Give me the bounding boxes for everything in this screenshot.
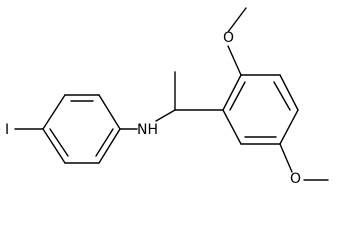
dimethoxyphenyl-ring (222, 74, 299, 145)
double-bond (49, 128, 69, 157)
bond (42, 94, 66, 130)
iodine-label: I (5, 122, 9, 138)
bond (222, 109, 242, 145)
molecule-structure: I NH O O (5, 7, 329, 184)
double-bond (229, 81, 246, 111)
oxygen-top-label: O (223, 30, 234, 46)
iodophenyl-ring (42, 94, 121, 164)
methoxy-top-methyl (227, 7, 247, 33)
methoxy-bottom-bond (279, 143, 293, 173)
bond (42, 128, 66, 164)
bond (98, 128, 121, 164)
oxygen-bottom-label: O (290, 171, 301, 184)
bond (279, 109, 299, 145)
amine-bond-right (155, 109, 176, 122)
bond (222, 74, 242, 111)
amine-label: NH (137, 122, 158, 138)
double-bond (95, 128, 114, 157)
double-bond (273, 81, 291, 111)
methoxy-top-bond (227, 45, 242, 76)
bond (98, 94, 121, 130)
bond (279, 74, 299, 111)
